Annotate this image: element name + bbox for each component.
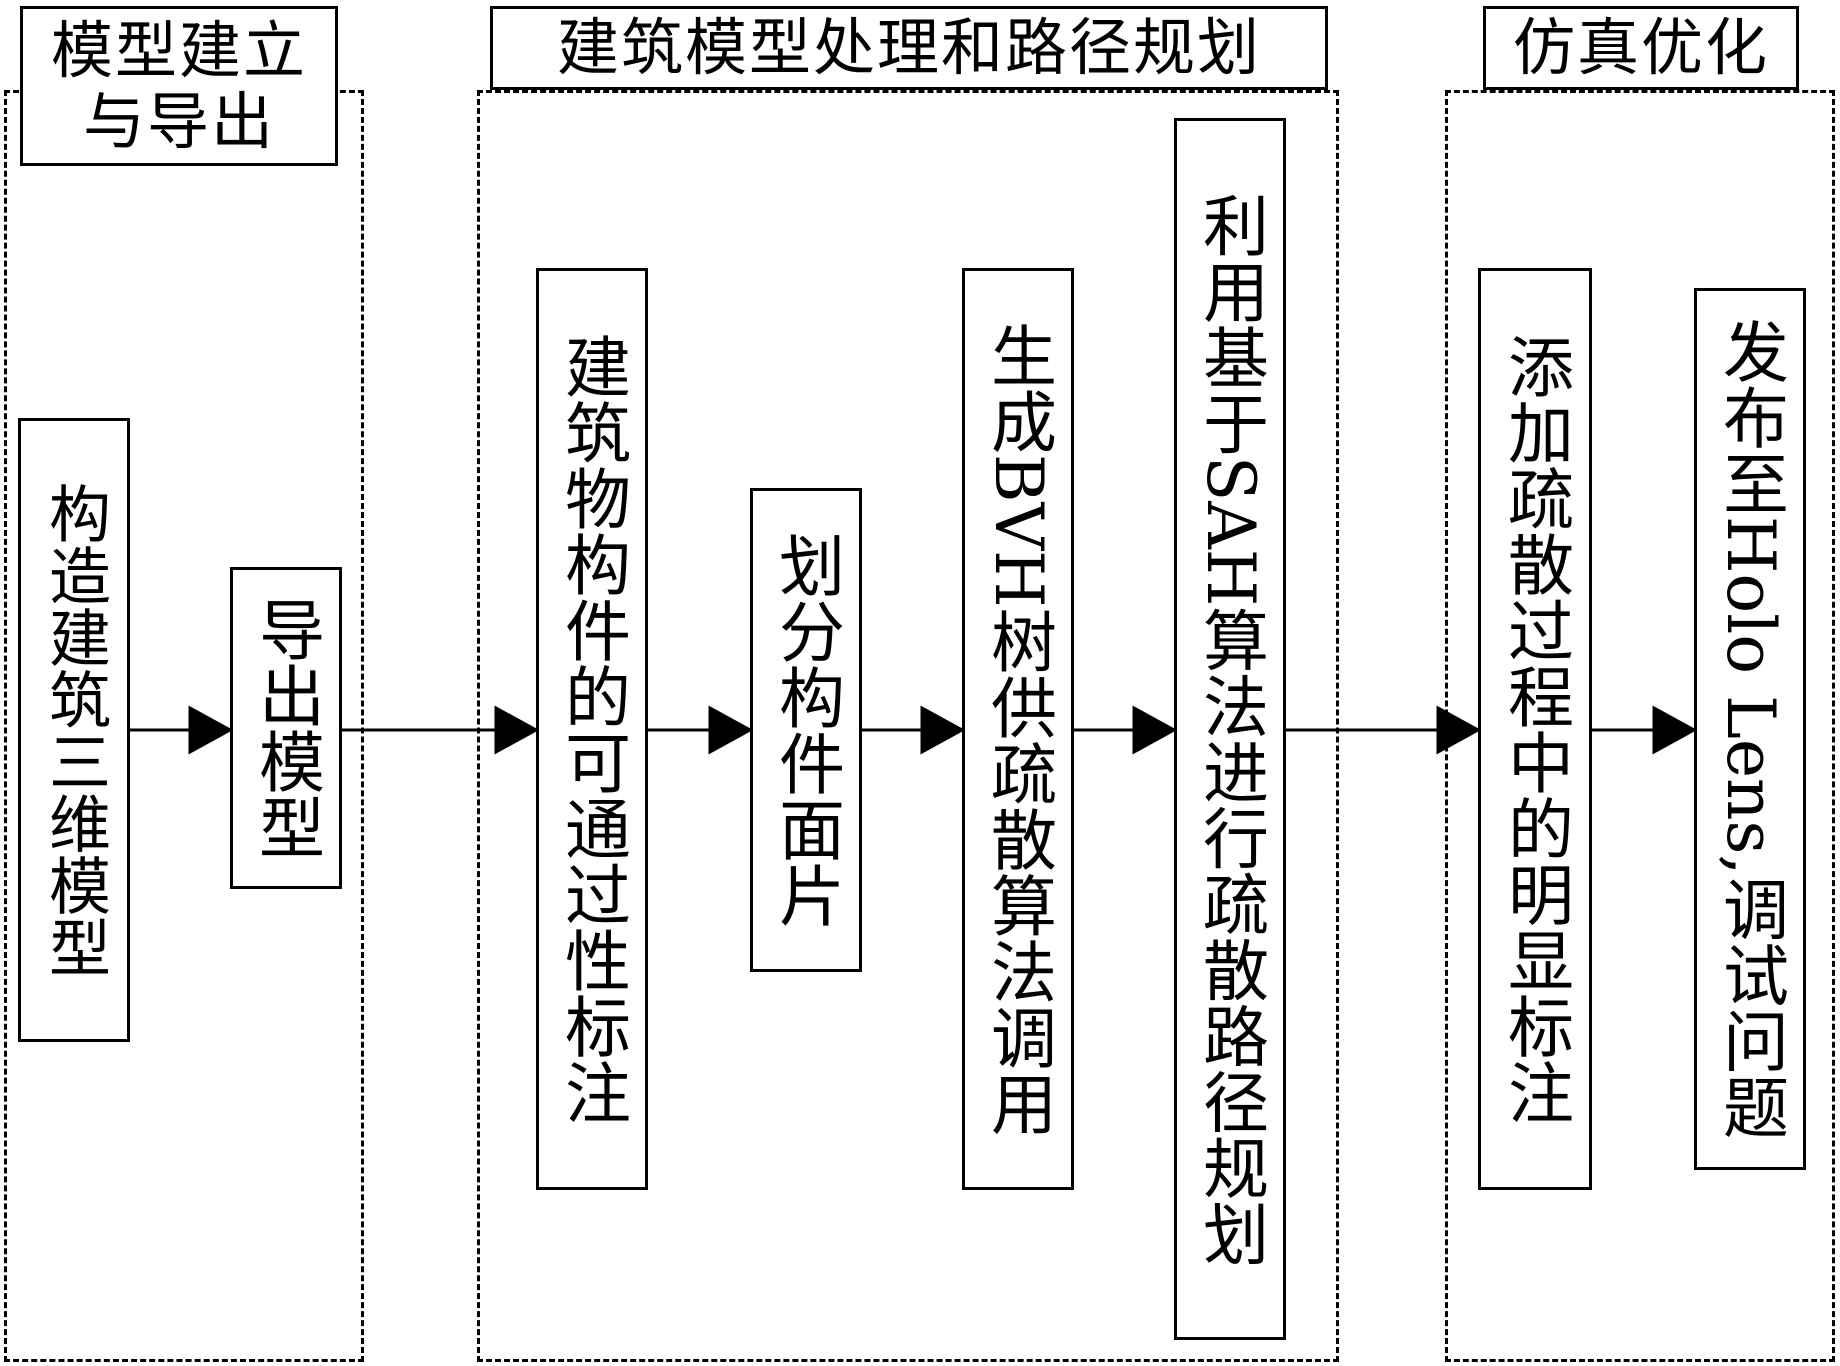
arrowhead-n4	[708, 705, 754, 755]
node-passability-annotation: 建筑物构件的可通过性标注	[536, 268, 648, 1190]
arrowhead-n8	[1652, 705, 1698, 755]
node-label: 生成BVH树供疏散算法调用	[980, 322, 1057, 1136]
arrowhead-n2	[188, 705, 234, 755]
node-label: 构造建筑三维模型	[38, 482, 111, 978]
node-label: 利用基于SAH算法进行疏散路径规划	[1192, 191, 1269, 1267]
arrowhead-n6	[1132, 705, 1178, 755]
group-title-model-export: 模型建立 与导出	[20, 6, 338, 166]
node-label: 发布至Holo Lens,调试问题	[1712, 318, 1789, 1140]
group-frame-processing-routing	[477, 90, 1339, 1362]
node-export-model: 导出模型	[230, 567, 342, 889]
arrowhead-n5	[920, 705, 966, 755]
node-generate-bvh-tree: 生成BVH树供疏散算法调用	[962, 268, 1074, 1190]
node-label: 导出模型	[248, 596, 325, 860]
node-label: 添加疏散过程中的明显标注	[1497, 333, 1574, 1125]
node-label: 划分构件面片	[768, 532, 845, 928]
node-build-3d-model: 构造建筑三维模型	[18, 418, 130, 1042]
arrowhead-n7	[1436, 705, 1482, 755]
node-evacuation-markers: 添加疏散过程中的明显标注	[1478, 268, 1592, 1190]
node-sah-path-planning: 利用基于SAH算法进行疏散路径规划	[1174, 118, 1286, 1340]
group-title-simulation-optimization: 仿真优化	[1483, 6, 1799, 90]
node-publish-hololens: 发布至Holo Lens,调试问题	[1694, 288, 1806, 1170]
node-label: 建筑物构件的可通过性标注	[554, 333, 631, 1125]
node-split-component-faces: 划分构件面片	[750, 488, 862, 972]
group-title-processing-routing: 建筑模型处理和路径规划	[490, 6, 1328, 90]
arrowhead-n3	[494, 705, 540, 755]
